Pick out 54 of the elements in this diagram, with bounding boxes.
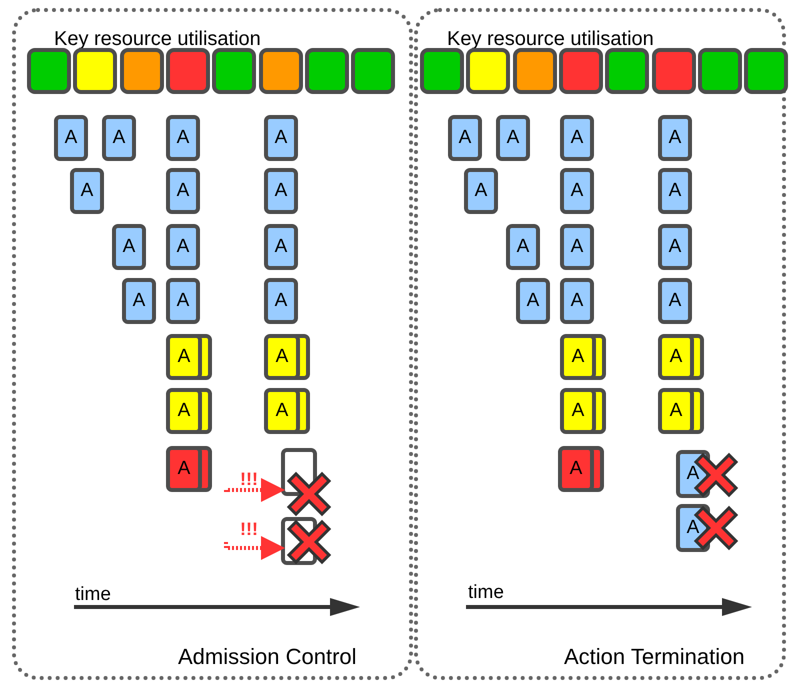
utilisation-block: [258, 48, 302, 94]
action-card: A: [166, 278, 200, 324]
utilisation-block: [698, 48, 742, 94]
utilisation-block: [466, 48, 510, 94]
panel-heading: Key resource utilisation: [447, 28, 654, 51]
action-card: A: [166, 224, 200, 270]
utilisation-block: [512, 48, 557, 94]
action-card: A: [658, 168, 692, 214]
utilisation-block: [120, 48, 164, 94]
utilisation-block: [212, 48, 256, 94]
alert-arrow: [224, 536, 285, 560]
axis-label: time: [75, 584, 111, 606]
utilisation-block: [73, 48, 118, 94]
utilisation-block: [27, 48, 71, 94]
utilisation-block: [605, 48, 650, 94]
action-card: A: [658, 115, 692, 161]
panel: [414, 8, 786, 680]
alert-text: !!!: [226, 516, 272, 542]
action-card: A: [54, 115, 88, 161]
action-card: A: [496, 115, 530, 161]
utilisation-block: [558, 48, 603, 94]
axis-label: time: [468, 582, 504, 604]
action-card: A: [560, 224, 594, 270]
action-card: A: [560, 115, 594, 161]
action-card: A: [516, 278, 550, 324]
utilisation-block: [420, 48, 464, 94]
action-card: A: [166, 168, 200, 214]
action-card: A: [166, 115, 200, 161]
action-card: A: [112, 224, 146, 270]
utilisation-block: [166, 48, 210, 94]
action-card: A: [560, 168, 594, 214]
action-card: A: [264, 115, 298, 161]
action-card: A: [122, 278, 156, 324]
alert-arrow: [224, 478, 285, 502]
action-card: A: [658, 224, 692, 270]
alert-text: !!!: [226, 466, 272, 492]
action-card: A: [658, 278, 692, 324]
utilisation-block: [304, 48, 349, 94]
panel: [12, 8, 413, 680]
action-card: A: [70, 168, 104, 214]
action-card: A: [102, 115, 136, 161]
action-card: A: [264, 224, 298, 270]
panel-caption: Admission Control: [178, 644, 357, 670]
action-card: A: [448, 115, 482, 161]
utilisation-block: [351, 48, 396, 94]
action-card: A: [560, 278, 594, 324]
action-card: A: [264, 278, 298, 324]
panel-caption: Action Termination: [564, 644, 745, 670]
action-card: A: [464, 168, 498, 214]
utilisation-block: [652, 48, 696, 94]
action-card: A: [264, 168, 298, 214]
utilisation-block: [744, 48, 788, 94]
panel-heading: Key resource utilisation: [54, 28, 261, 51]
action-card: A: [506, 224, 540, 270]
